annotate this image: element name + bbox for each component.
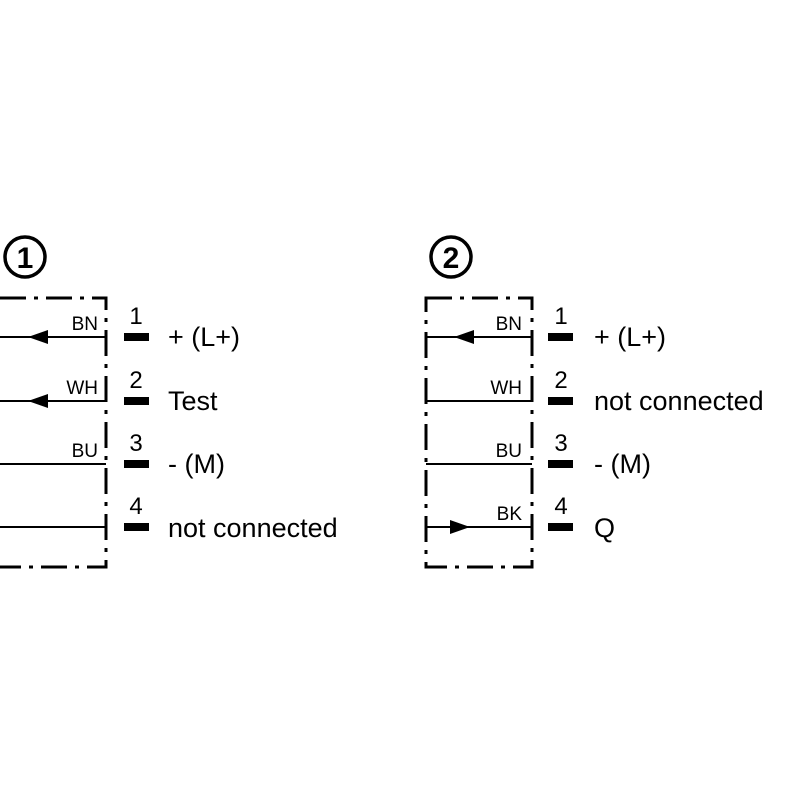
diagram-2-badge-number: 2 bbox=[443, 242, 460, 275]
diagram-2-wire-code-3: BU bbox=[496, 441, 522, 462]
diagram-1-pin-1: BN 1 + (L+) bbox=[0, 303, 240, 352]
pin-contact-icon bbox=[124, 397, 149, 405]
pin-contact-icon bbox=[548, 460, 573, 468]
diagram-2-pin-1: BN 1 + (L+) bbox=[426, 303, 666, 352]
pin-contact-icon bbox=[124, 460, 149, 468]
diagram-1-wire-code-1: BN bbox=[72, 314, 98, 335]
diagram-1-pin-number-1: 1 bbox=[129, 303, 142, 330]
diagram-2-badge: 2 bbox=[429, 235, 473, 279]
diagram-1-pin-3: BU 3 - (M) bbox=[0, 430, 225, 479]
diagram-2-pin-label-1: + (L+) bbox=[594, 322, 666, 352]
diagram-2-housing-outline bbox=[424, 296, 534, 569]
arrow-left-icon bbox=[28, 394, 48, 408]
pin-contact-icon bbox=[548, 523, 573, 531]
diagram-2-wire-code-4: BK bbox=[497, 504, 523, 525]
diagram-1-badge-number: 1 bbox=[17, 242, 34, 275]
diagram-2-pin-number-4: 4 bbox=[554, 493, 567, 520]
pin-contact-icon bbox=[124, 523, 149, 531]
diagram-2-wire-code-1: BN bbox=[496, 314, 522, 335]
diagram-2-pin-label-4: Q bbox=[594, 513, 615, 543]
diagram-1-pin-label-4: not connected bbox=[168, 513, 338, 543]
diagram-1-pin-number-4: 4 bbox=[129, 493, 142, 520]
diagram-2-pin-label-2: not connected bbox=[594, 386, 764, 416]
diagram-1: 1 BN 1 + (L+) WH 2 Test BU 3 - bbox=[0, 235, 338, 569]
diagram-1-pin-label-1: + (L+) bbox=[168, 322, 240, 352]
diagram-1-housing-outline bbox=[0, 296, 108, 569]
arrow-right-icon bbox=[450, 520, 470, 534]
diagram-1-pin-label-2: Test bbox=[168, 386, 218, 416]
diagram-1-pin-number-3: 3 bbox=[129, 430, 142, 457]
diagram-2-pin-4: BK 4 Q bbox=[426, 493, 615, 543]
diagram-2-pin-3: BU 3 - (M) bbox=[426, 430, 651, 479]
pin-contact-icon bbox=[548, 333, 573, 341]
diagram-2-pin-number-3: 3 bbox=[554, 430, 567, 457]
diagram-1-wire-code-2: WH bbox=[66, 378, 98, 399]
diagram-2-pin-2: WH 2 not connected bbox=[426, 367, 764, 416]
diagram-2: 2 BN 1 + (L+) WH 2 not connected BU 3 bbox=[424, 235, 764, 569]
diagram-2-pin-number-1: 1 bbox=[554, 303, 567, 330]
pin-contact-icon bbox=[548, 397, 573, 405]
badge-circle-icon bbox=[429, 235, 473, 279]
pin-contact-icon bbox=[124, 333, 149, 341]
diagram-1-wire-code-3: BU bbox=[72, 441, 98, 462]
diagram-2-wire-code-2: WH bbox=[490, 378, 522, 399]
badge-circle-icon bbox=[3, 235, 47, 279]
diagram-1-pin-2: WH 2 Test bbox=[0, 367, 218, 416]
diagram-1-badge: 1 bbox=[3, 235, 47, 279]
diagram-1-pin-number-2: 2 bbox=[129, 367, 142, 394]
arrow-left-icon bbox=[454, 330, 474, 344]
arrow-left-icon bbox=[28, 330, 48, 344]
diagram-2-pin-label-3: - (M) bbox=[594, 449, 651, 479]
diagram-1-pin-4: 4 not connected bbox=[0, 493, 338, 543]
diagram-1-pin-label-3: - (M) bbox=[168, 449, 225, 479]
diagram-2-pin-number-2: 2 bbox=[554, 367, 567, 394]
